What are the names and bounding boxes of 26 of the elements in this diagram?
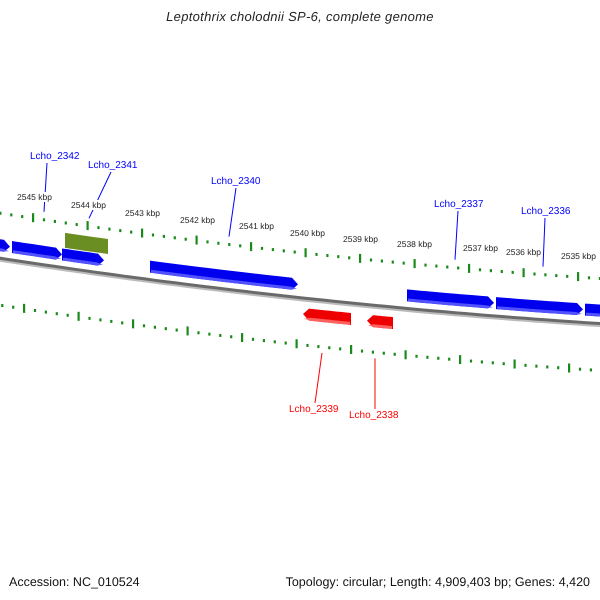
diagram-title: Leptothrix cholodnii SP-6, complete genome [165,9,435,24]
leader-line [314,352,322,404]
position-label: 2542 kbp [180,215,215,225]
gene-label: Lcho_2338 [349,409,398,422]
genome-summary: Topology: circular; Length: 4,909,403 bp; Genes: 4,420 [286,575,590,589]
position-label: 2536 kbp [506,247,541,257]
gene-label: Lcho_2337 [434,198,484,211]
gene-label: Lcho_2342 [30,150,80,163]
position-label: 2538 kbp [397,239,432,249]
position-label: 2543 kbp [125,208,160,218]
leader-line [454,210,458,260]
gene-label: Lcho_2339 [289,403,338,416]
leader-line [374,358,376,410]
position-label: 2539 kbp [343,234,378,244]
leader-line [542,218,546,268]
position-label: 2541 kbp [239,221,274,231]
position-label: 2535 kbp [561,251,596,261]
position-label: 2545 kbp [17,192,52,202]
position-label: 2544 kbp [71,200,106,210]
position-label: 2540 kbp [290,228,325,238]
leader-line [228,188,236,238]
gene-label: Lcho_2340 [211,175,260,188]
accession-label: Accession: NC_010524 [9,575,140,589]
gene-label: Lcho_2341 [88,159,138,172]
position-label: 2537 kbp [463,243,498,253]
gene-label: Lcho_2336 [521,205,570,218]
